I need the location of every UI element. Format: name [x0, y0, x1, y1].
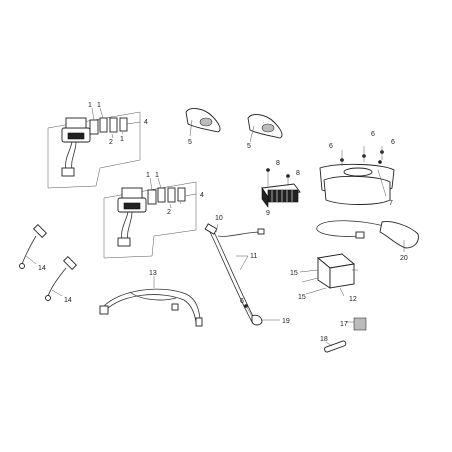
cable-left-lower [45, 255, 78, 301]
fuse-block [346, 317, 367, 331]
callout-1d: 1 [146, 172, 150, 179]
horn-right [247, 114, 283, 143]
callout-8b: 8 [296, 170, 300, 177]
connector-panel-lower [103, 177, 197, 259]
callout-15a: 15 [290, 270, 298, 277]
wiring-harness [99, 276, 203, 327]
connector-panel-upper [47, 107, 141, 189]
callout-9: 9 [266, 210, 270, 217]
callout-12: 12 [349, 296, 357, 303]
callout-4a: 4 [144, 119, 148, 126]
callout-1a: 1 [88, 102, 92, 109]
cable-left-upper [19, 223, 48, 269]
callout-6d: 6 [240, 298, 244, 305]
controller-module [261, 168, 301, 208]
callout-14a: 14 [38, 265, 46, 272]
callout-14b: 14 [64, 297, 72, 304]
callout-17: 17 [340, 321, 348, 328]
callout-6c: 6 [391, 139, 395, 146]
callout-15b: 15 [298, 294, 306, 301]
callout-4b: 4 [200, 192, 204, 199]
callout-5b: 5 [247, 143, 251, 150]
callout-10: 10 [215, 215, 223, 222]
callout-19: 19 [282, 318, 290, 325]
callout-13: 13 [149, 270, 157, 277]
callout-1e: 1 [155, 172, 159, 179]
horn-left [185, 108, 221, 137]
cable-clip [244, 304, 280, 326]
callout-2b: 2 [167, 209, 171, 216]
charger-cable [316, 220, 419, 252]
callout-2a: 2 [109, 139, 113, 146]
callout-8a: 8 [276, 160, 280, 167]
callout-20: 20 [400, 255, 408, 262]
callout-labels: 1 1 1 2 4 1 1 2 4 5 5 6 6 6 6 7 8 8 9 10… [38, 102, 408, 343]
callout-6a: 6 [329, 143, 333, 150]
callout-7: 7 [389, 200, 393, 207]
callout-5a: 5 [188, 139, 192, 146]
callout-1c: 1 [120, 136, 124, 143]
callout-6b: 6 [371, 131, 375, 138]
sensor-cable [204, 223, 265, 323]
fuse [324, 340, 347, 353]
callout-1b: 1 [97, 102, 101, 109]
battery-box [319, 146, 395, 205]
callout-11: 11 [250, 253, 257, 260]
relay-block [299, 253, 358, 297]
callout-18: 18 [320, 336, 328, 343]
